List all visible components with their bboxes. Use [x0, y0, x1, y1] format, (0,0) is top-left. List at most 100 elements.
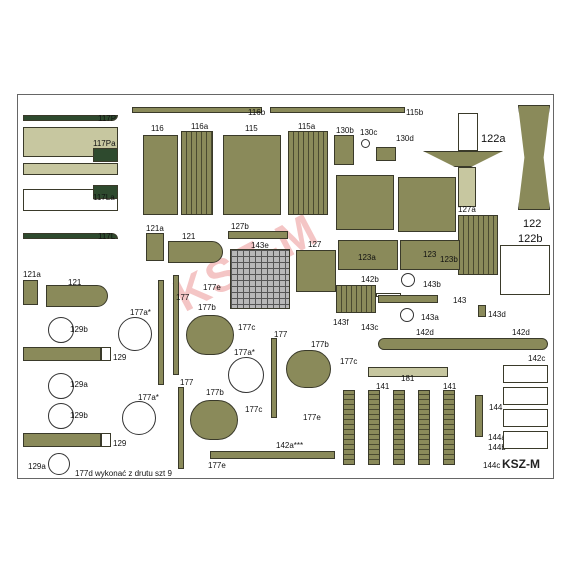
part-141-5 — [443, 390, 455, 465]
label-142a: 142a*** — [276, 441, 304, 450]
part-129-2 — [23, 433, 101, 447]
part-141-1 — [343, 390, 355, 465]
label-115a: 115a — [298, 122, 316, 131]
part-117La-dark — [93, 185, 118, 199]
label-177b-3: 177b — [206, 388, 224, 397]
part-143d — [478, 305, 486, 317]
label-129a: 129a — [70, 380, 88, 389]
part-127b — [228, 231, 288, 239]
part-177a-3 — [122, 401, 156, 435]
label-117P: 117P — [98, 114, 117, 123]
label-177c-2: 177c — [340, 357, 358, 366]
label-142d: 142d — [416, 328, 434, 337]
part-177b-2 — [286, 350, 331, 388]
label-122: 122 — [523, 218, 542, 230]
part-129a-2 — [48, 453, 70, 475]
label-177-2: 177 — [274, 330, 288, 339]
part-177b — [186, 315, 234, 355]
label-129b: 129b — [70, 325, 88, 334]
part-127-upper — [336, 175, 394, 230]
part-115 — [223, 135, 281, 215]
label-116b: 116b — [248, 108, 266, 117]
label-177a-3: 177a* — [138, 393, 159, 402]
part-122 — [518, 105, 550, 210]
part-129b — [48, 317, 74, 343]
part-177-rod3 — [271, 338, 277, 418]
label-130b: 130b — [336, 126, 354, 135]
part-130c — [361, 139, 370, 148]
part-141-2 — [368, 390, 380, 465]
label-143c: 143c — [361, 323, 379, 332]
label-123a: 123a — [358, 253, 376, 262]
label-177e-3: 177e — [208, 461, 226, 470]
label-143a: 143a — [421, 313, 439, 322]
part-121 — [168, 241, 223, 263]
model-sheet: KSZ-M 116b 115b 117P 117Pa 117La 117L 11… — [17, 94, 554, 479]
label-116: 116 — [151, 124, 164, 133]
part-177-rod4 — [178, 387, 184, 469]
label-129-2: 129 — [113, 439, 127, 448]
label-127: 127 — [308, 240, 322, 249]
part-129-tab — [101, 347, 111, 361]
label-142c: 142c — [528, 354, 546, 363]
label-142b: 142b — [361, 275, 379, 284]
label-143e: 143e — [251, 241, 269, 250]
label-130c: 130c — [360, 128, 378, 137]
part-129b-2 — [48, 403, 74, 429]
label-144: 144 — [489, 403, 503, 412]
label-121-left: 121 — [68, 278, 82, 287]
part-177a-2 — [228, 357, 264, 393]
label-177c-3: 177c — [245, 405, 263, 414]
label-144b: 144b — [488, 443, 506, 452]
part-117Pa-bottom — [23, 163, 118, 175]
label-129: 129 — [113, 353, 127, 362]
part-142d-row — [378, 338, 548, 350]
label-116a: 116a — [191, 122, 209, 131]
part-129-tab-2 — [101, 433, 111, 447]
part-122b — [500, 245, 550, 295]
part-129 — [23, 347, 101, 361]
label-117L: 117L — [98, 232, 116, 241]
part-143b-disc — [401, 273, 415, 287]
part-142c-4 — [503, 431, 548, 449]
part-143-bar — [378, 295, 438, 303]
part-123-upper — [398, 177, 456, 232]
label-127a: 127a — [458, 205, 476, 214]
part-141-3 — [393, 390, 405, 465]
part-121a — [146, 233, 164, 261]
part-116b — [132, 107, 262, 113]
label-177c: 177c — [238, 323, 256, 332]
part-115a — [288, 131, 328, 215]
part-121a-left — [23, 280, 38, 305]
label-177a-2: 177a* — [234, 348, 255, 357]
label-144c: 144c — [483, 461, 501, 470]
label-143: 143 — [453, 296, 467, 305]
label-121: 121 — [182, 232, 196, 241]
part-142b — [336, 285, 376, 313]
part-130b — [334, 135, 354, 165]
part-121-left — [46, 285, 108, 307]
label-130d: 130d — [396, 134, 414, 143]
label-144a: 144a — [488, 433, 506, 442]
part-142a — [210, 451, 335, 459]
label-141-b: 141 — [443, 382, 457, 391]
part-116 — [143, 135, 178, 215]
label-123b: 123b — [440, 255, 458, 264]
label-177a: 177a* — [130, 308, 151, 317]
part-123a — [338, 240, 398, 270]
label-117Pa: 117Pa — [93, 139, 116, 148]
label-177-3: 177 — [180, 378, 194, 387]
part-116a — [181, 131, 213, 215]
label-115b: 115b — [406, 108, 424, 117]
part-177-rod2 — [173, 275, 179, 375]
label-177b: 177b — [198, 303, 216, 312]
part-142c-3 — [503, 409, 548, 427]
part-117L — [23, 233, 118, 239]
part-143a — [400, 308, 414, 322]
label-141: 141 — [376, 382, 390, 391]
part-122a-stem — [458, 167, 476, 207]
label-143f: 143f — [333, 318, 349, 327]
label-177e-2: 177e — [303, 413, 321, 422]
part-123 — [400, 240, 460, 270]
label-177e: 177e — [203, 283, 221, 292]
